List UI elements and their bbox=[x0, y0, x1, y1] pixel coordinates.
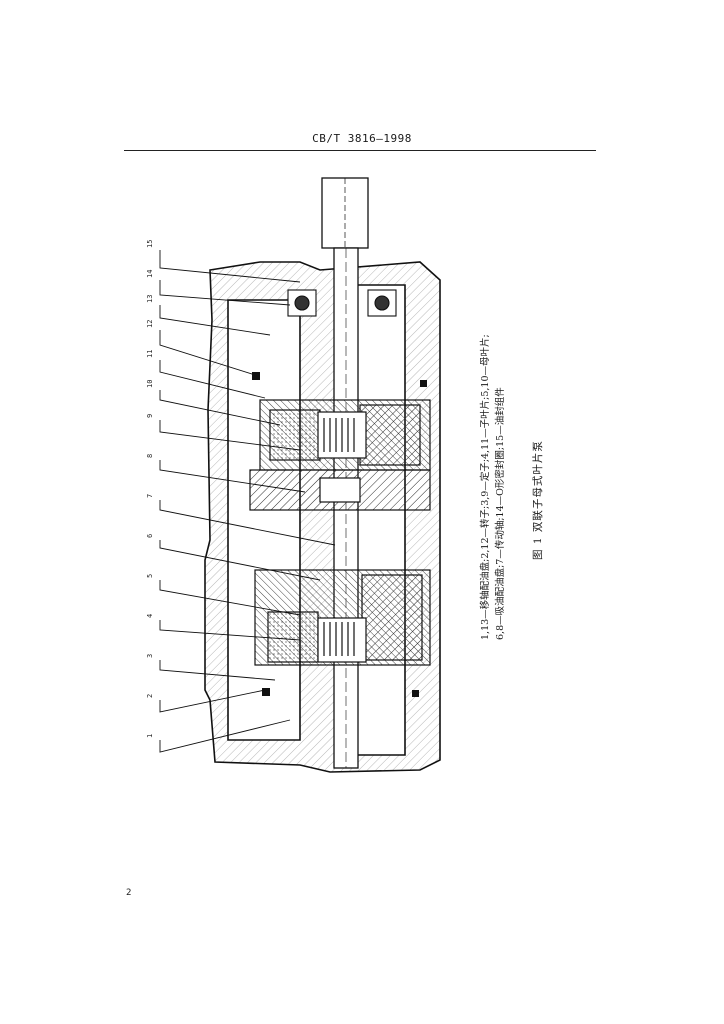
callout-10: 10 bbox=[146, 380, 154, 388]
legend-line-1: 1,13—移轴配油盘;2,12—转子;3,9—定子;4,11—子叶片;5,10—… bbox=[480, 334, 491, 640]
standard-code-header: CB/T 3816—1998 bbox=[312, 132, 412, 145]
callout-labels: 15 14 13 12 11 10 9 8 7 6 5 4 3 2 1 bbox=[146, 240, 154, 738]
header-rule bbox=[124, 150, 596, 151]
callout-12: 12 bbox=[146, 320, 154, 328]
callout-9: 9 bbox=[146, 414, 154, 418]
figure-caption: 图 1 双联子母式叶片泵 bbox=[532, 440, 544, 560]
callout-1: 1 bbox=[146, 734, 154, 738]
upper-pump-cartridge bbox=[259, 399, 431, 471]
page-number: 2 bbox=[126, 888, 132, 898]
callout-11: 11 bbox=[146, 350, 154, 358]
callout-14: 14 bbox=[146, 270, 154, 278]
callout-3: 3 bbox=[146, 654, 154, 658]
callout-8: 8 bbox=[146, 454, 154, 458]
distribution-plates bbox=[249, 469, 431, 511]
legend-line-2: 6,8—吸油配油盘;7—传动轴;14—O形密封圈;15—油封组件 bbox=[495, 387, 506, 640]
shaft-bearings bbox=[287, 289, 397, 317]
callout-2: 2 bbox=[146, 694, 154, 698]
figure-legend: 1,13—移轴配油盘;2,12—转子;3,9—定子;4,11—子叶片;5,10—… bbox=[478, 334, 508, 640]
callout-13: 13 bbox=[146, 295, 154, 303]
callout-4: 4 bbox=[146, 614, 154, 618]
lower-pump-cartridge bbox=[254, 569, 431, 666]
callout-5: 5 bbox=[146, 574, 154, 578]
o-ring-seals bbox=[252, 372, 427, 697]
callout-7: 7 bbox=[146, 494, 154, 498]
callout-leaders bbox=[159, 250, 336, 753]
callout-15: 15 bbox=[146, 240, 154, 248]
callout-6: 6 bbox=[146, 534, 154, 538]
